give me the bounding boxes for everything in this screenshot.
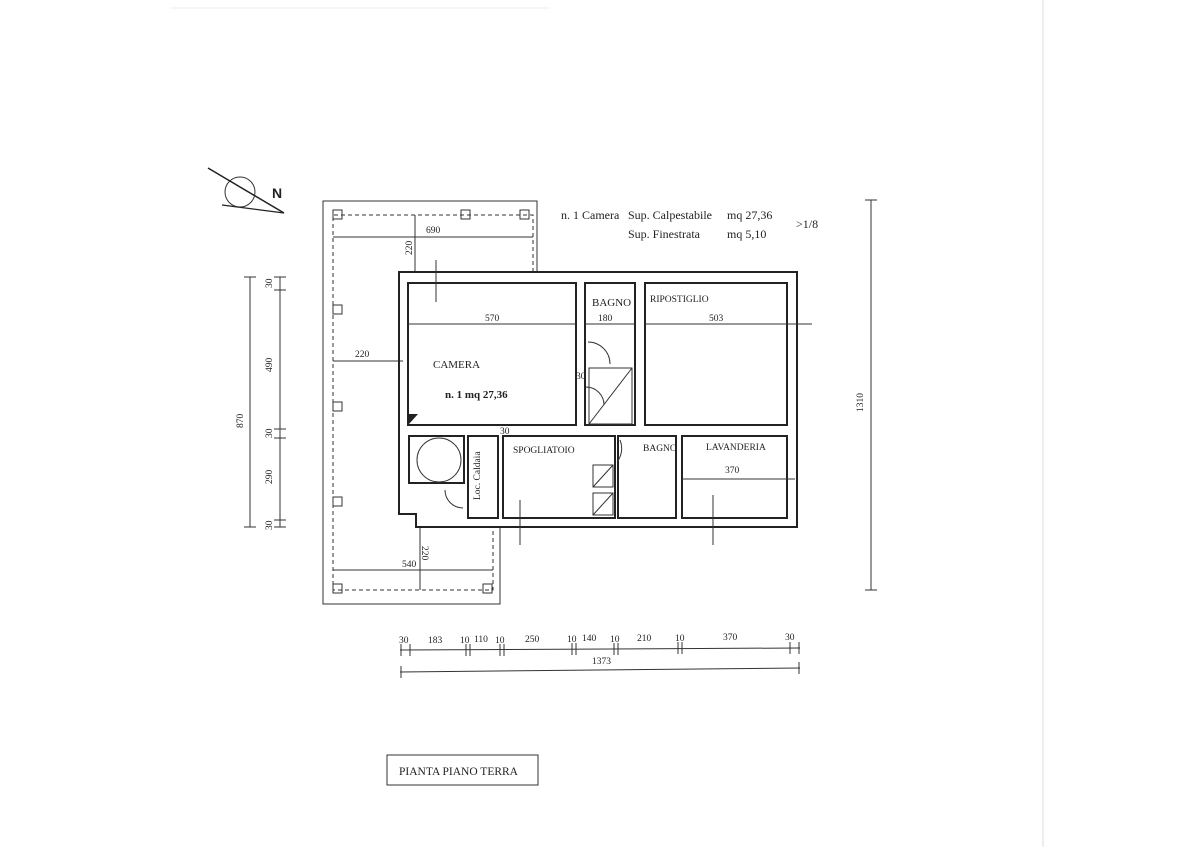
dim-porch-top-depth: 220 [405,241,415,256]
left-dimension-chain: 30 490 30 290 30 870 [236,276,286,530]
dim-bagno-width: 180 [598,314,613,324]
dim-ripostiglio-width: 503 [709,314,724,324]
dim-bottom: 10 [460,636,470,646]
dim-bottom: 10 [567,635,577,645]
porch [322,200,538,605]
area-info: n. 1 Camera Sup. Calpestabile mq 27,36 S… [561,208,818,241]
dim-bottom: 10 [675,634,685,644]
plan-title-text: PIANTA PIANO TERRA [399,766,519,778]
info-window-value: mq 5,10 [727,227,766,241]
info-room-count: n. 1 Camera [561,208,620,222]
dim-porch-top-width: 690 [426,226,441,236]
room-loc-caldaia: Loc. Caldaia [473,451,483,500]
dim-lavanderia-width: 370 [725,466,740,476]
room-camera: CAMERA [433,359,480,371]
info-walkable-value: mq 27,36 [727,208,772,222]
building-walls [398,271,798,528]
dim-porch-left-width: 220 [355,350,370,360]
dim-left-total: 870 [236,414,246,429]
right-dimension: 1310 [856,199,877,591]
dim-bottom: 10 [495,636,505,646]
dim-left: 30 [265,428,275,438]
plan-title: PIANTA PIANO TERRA [386,754,539,786]
dim-left: 490 [265,358,275,373]
info-window-label: Sup. Finestrata [628,227,701,241]
info-walkable-label: Sup. Calpestabile [628,208,712,222]
dim-bottom: 250 [525,635,540,645]
north-label: N [272,185,282,201]
dim-bottom: 110 [474,635,488,645]
dim-left: 30 [265,278,275,288]
room-camera-area: n. 1 mq 27,36 [445,389,508,401]
dimension-labels: 690 220 220 540 220 570 180 503 370 30 3… [355,226,740,570]
dim-bottom: 10 [610,635,620,645]
dim-bottom: 210 [637,634,652,644]
room-lavanderia: LAVANDERIA [706,443,766,453]
dim-wall-30: 30 [576,372,586,382]
dim-camera-width: 570 [485,314,500,324]
north-arrow-icon: N [207,167,285,214]
dim-bottom: 140 [582,634,597,644]
room-labels: CAMERA n. 1 mq 27,36 BAGNO RIPOSTIGLIO S… [433,295,766,500]
bottom-dimension-chain: 30 183 10 110 10 250 10 140 10 210 10 37… [399,633,801,678]
dim-bottom: 183 [428,636,443,646]
inner-dimension-lines [408,260,812,545]
dim-bottom: 30 [785,633,795,643]
dim-left: 30 [265,520,275,530]
dim-right-total: 1310 [856,393,866,412]
dim-left: 290 [265,470,275,485]
dim-bottom: 370 [723,633,738,643]
dim-bottom-total: 1373 [592,657,611,667]
info-ratio: >1/8 [796,217,818,231]
room-bagno: BAGNO [592,297,631,309]
dim-porch-bottom-depth: 220 [419,546,429,561]
dim-wall-30: 30 [500,427,510,437]
room-ripostiglio: RIPOSTIGLIO [650,295,709,305]
dim-porch-bottom-width: 540 [402,560,417,570]
dim-bottom: 30 [399,636,409,646]
room-spogliatoio: SPOGLIATOIO [513,446,575,456]
room-bagno-2: BAGNO [643,444,677,454]
